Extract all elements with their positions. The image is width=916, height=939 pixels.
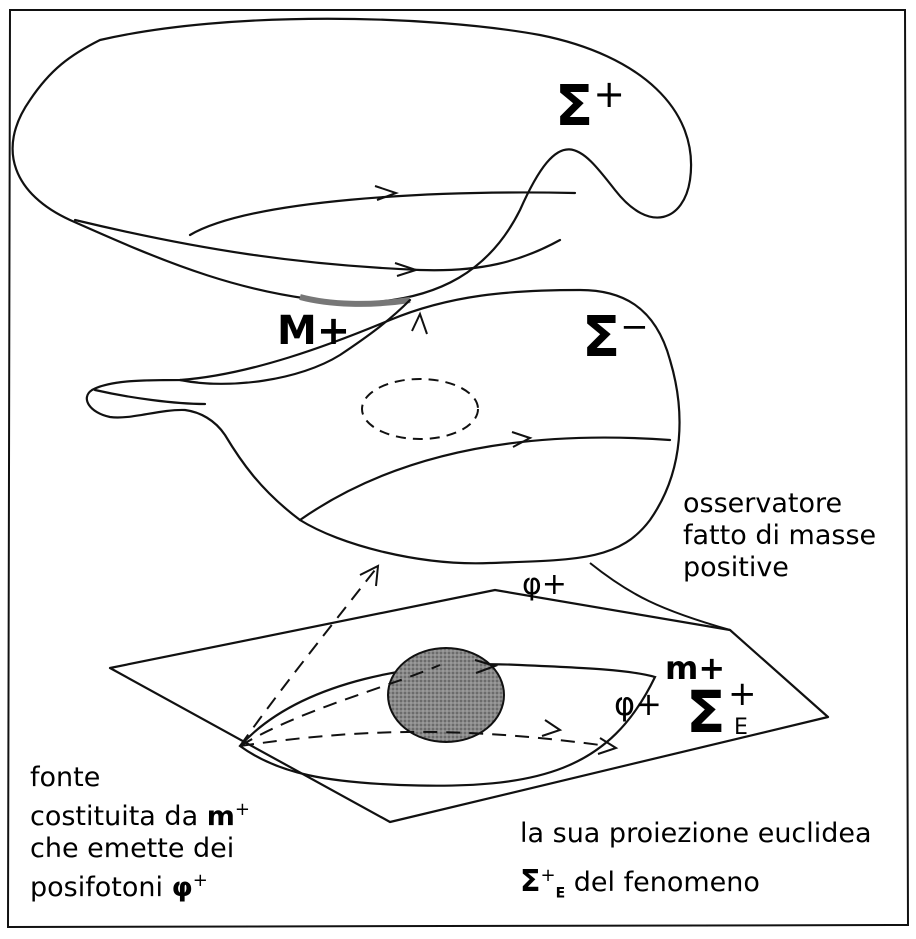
source-line-4-sup: + bbox=[193, 870, 208, 891]
label-phi-plus-top: φ+ bbox=[522, 570, 567, 600]
label-sigma-plus-sup: + bbox=[593, 72, 625, 116]
source-line-2: costituita da m+ bbox=[30, 794, 250, 833]
label-sigma-minus: Σ− bbox=[582, 310, 649, 366]
arrow-sigma-minus-lower bbox=[512, 432, 530, 447]
source-line-4-text: posifotoni bbox=[30, 872, 172, 903]
source-text: fonte costituita da m+ che emette dei po… bbox=[30, 762, 250, 904]
projection-line-2: Σ+E del fenomeno bbox=[520, 860, 872, 909]
source-line-2-text: costituita da bbox=[30, 801, 207, 832]
label-M-plus: M+ bbox=[277, 311, 350, 351]
label-sigma-E-symbol: Σ bbox=[686, 678, 726, 746]
source-line-4-symbol: φ bbox=[172, 872, 193, 903]
source-line-2-symbol: m bbox=[207, 801, 235, 832]
source-line-3: che emette dei bbox=[30, 833, 250, 865]
dashed-ellipse bbox=[362, 379, 478, 439]
source-line-2-sup: + bbox=[235, 799, 250, 820]
projection-line-2-text: del fenomeno bbox=[565, 867, 760, 898]
m-plus-shading bbox=[300, 297, 410, 304]
arrow-ray-top bbox=[360, 566, 378, 586]
source-line-4: posifotoni φ+ bbox=[30, 865, 250, 904]
label-phi-plus-side: φ+ bbox=[614, 688, 662, 720]
label-sigma-minus-symbol: Σ bbox=[582, 305, 620, 370]
label-sigma-plus-symbol: Σ bbox=[555, 74, 593, 139]
label-sigma-minus-sup: − bbox=[620, 307, 649, 347]
projection-line-2-sub: E bbox=[556, 885, 566, 901]
label-sigma-E-sup: + bbox=[728, 677, 757, 711]
arrow-lens-bottom bbox=[542, 720, 560, 736]
arrow-sigma-minus-upper bbox=[412, 314, 427, 334]
observer-text: osservatore fatto di masse positive bbox=[683, 488, 876, 584]
source-line-1: fonte bbox=[30, 762, 250, 794]
shaded-disk bbox=[388, 648, 504, 742]
projection-line-2-sup: + bbox=[541, 865, 556, 886]
observer-line-3: positive bbox=[683, 552, 876, 584]
observer-line-1: osservatore bbox=[683, 488, 876, 520]
upper-surface-sigma-plus bbox=[13, 19, 691, 303]
projection-line-1: la sua proiezione euclidea bbox=[520, 818, 872, 850]
label-sigma-E-sub: E bbox=[734, 717, 748, 739]
projection-text: la sua proiezione euclidea Σ+E del fenom… bbox=[520, 818, 872, 909]
observer-line-2: fatto di masse bbox=[683, 520, 876, 552]
label-sigma-E: Σ + E bbox=[686, 683, 726, 741]
projection-line-2-symbol: Σ bbox=[520, 864, 541, 899]
label-sigma-plus: Σ+ bbox=[555, 75, 625, 135]
